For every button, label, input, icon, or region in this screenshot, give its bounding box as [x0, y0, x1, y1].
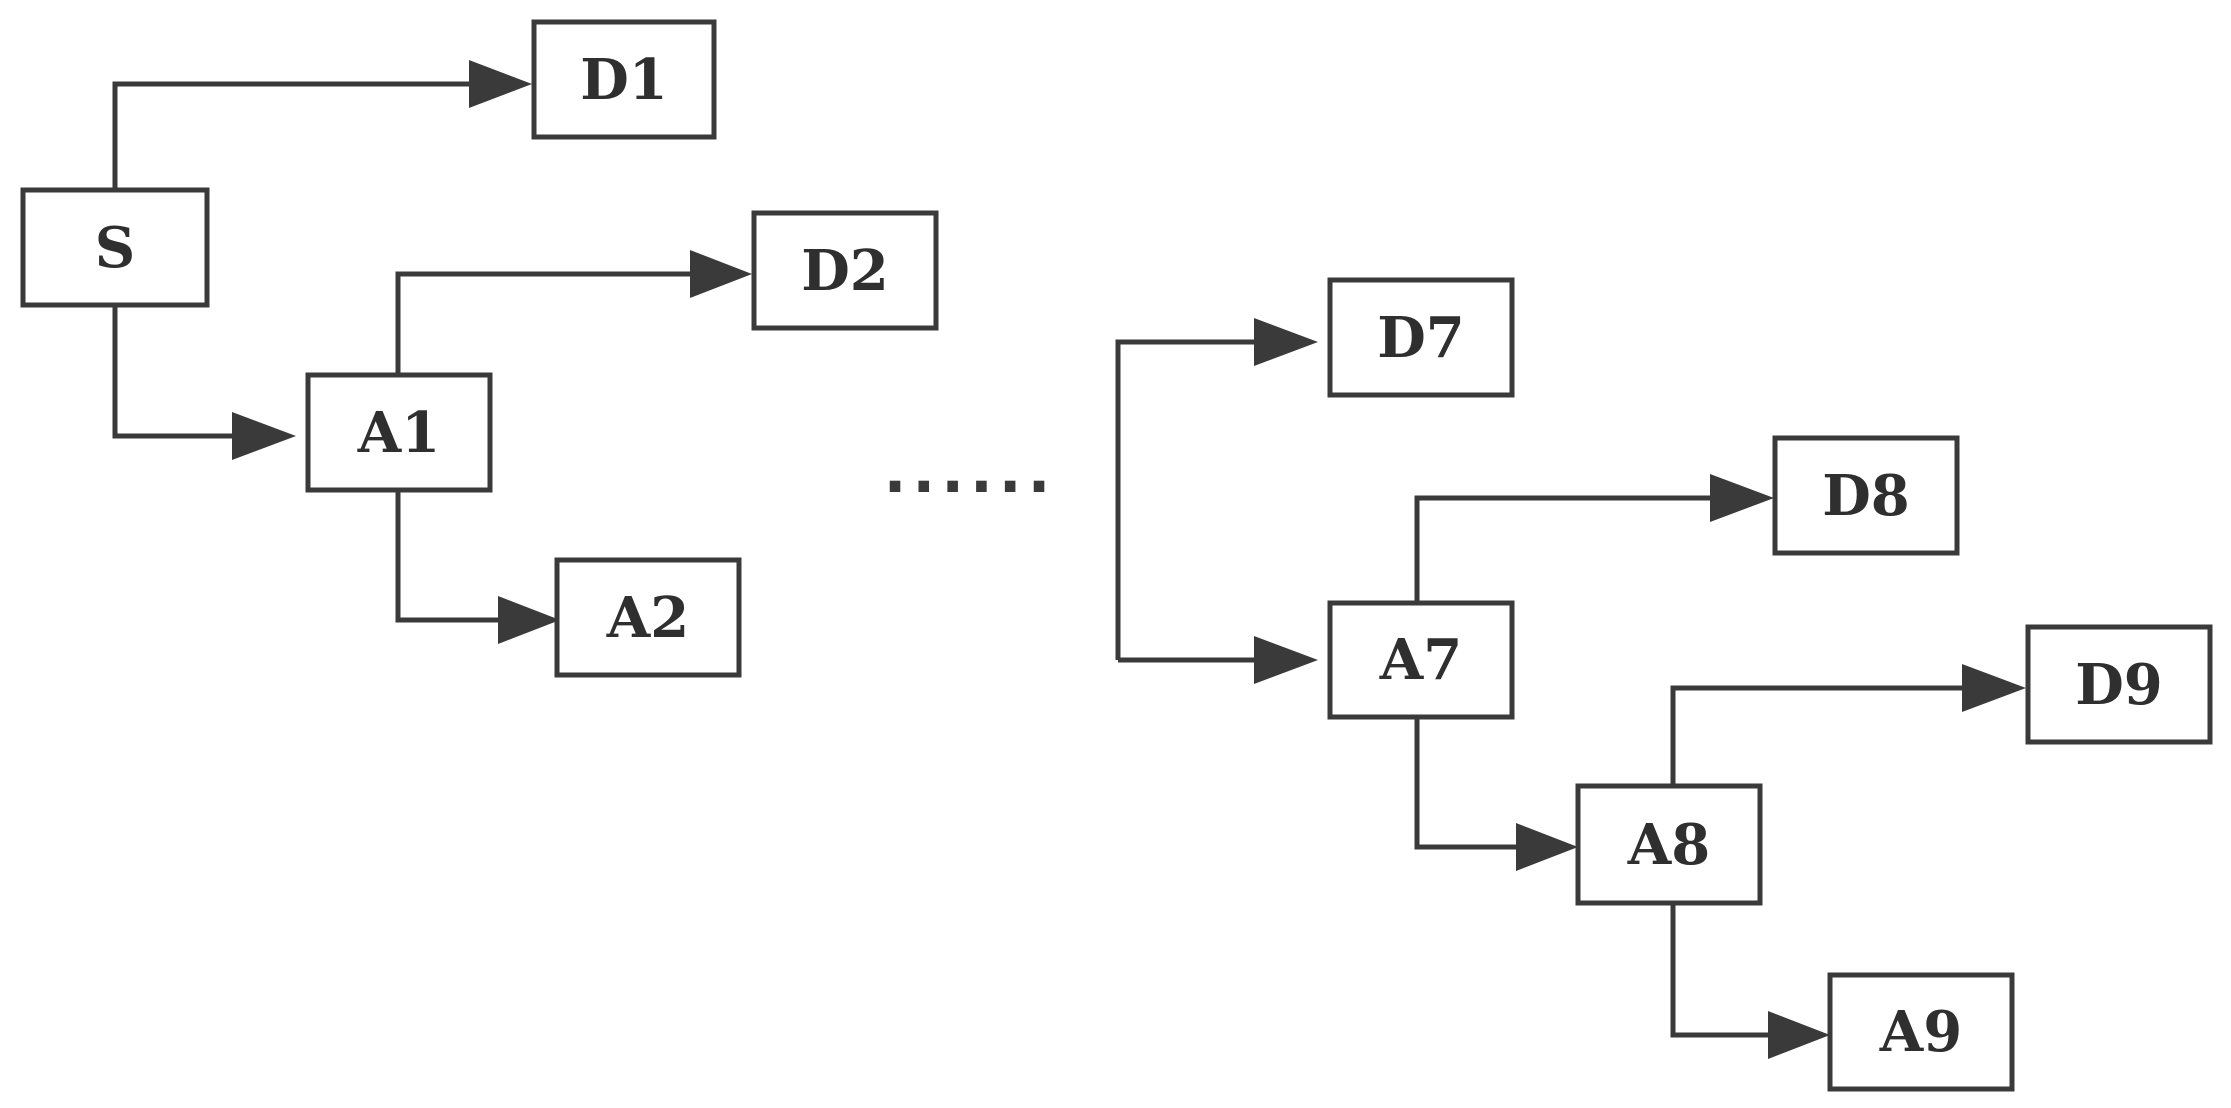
- edge-incoming-to-d7: [1115, 339, 1265, 660]
- node-d2-label: D2: [801, 238, 889, 304]
- arrowheads: [232, 60, 2026, 1059]
- arrowhead-a2: [498, 596, 560, 644]
- node-d7-label: D7: [1377, 305, 1465, 371]
- edge-a8-to-a9: [1670, 903, 1787, 1038]
- edge-a1-to-d2: [395, 271, 700, 375]
- arrowhead-a9: [1768, 1011, 1830, 1059]
- node-a8-label: A8: [1627, 812, 1710, 878]
- node-d7: D7: [1327, 277, 1515, 398]
- node-d9: D9: [2025, 624, 2213, 745]
- edge-a1-to-a2: [395, 490, 510, 623]
- node-a1-label: A1: [357, 400, 440, 466]
- arrowhead-d8: [1710, 474, 1774, 522]
- node-d8: D8: [1772, 435, 1960, 556]
- edge-a8-to-d9: [1670, 685, 1983, 786]
- node-a9-label: A9: [1879, 999, 1962, 1065]
- node-s: S: [20, 187, 210, 308]
- arrowhead-a8: [1516, 823, 1578, 871]
- node-d8-label: D8: [1822, 463, 1910, 529]
- continuation-ellipsis: ......: [884, 437, 1057, 507]
- edges: [112, 81, 1983, 1038]
- node-a8: A8: [1575, 783, 1763, 906]
- arrowhead-a7: [1254, 636, 1318, 684]
- edge-s-to-d1: [112, 81, 480, 190]
- arrowhead-d9: [1962, 664, 2026, 712]
- node-a1: A1: [305, 372, 493, 493]
- arrowhead-d7: [1254, 318, 1318, 366]
- node-a9: A9: [1827, 972, 2015, 1092]
- node-d1-label: D1: [580, 47, 668, 113]
- node-a2-label: A2: [606, 585, 689, 651]
- arrowhead-d2: [690, 250, 752, 298]
- arrowhead-d1: [469, 60, 532, 108]
- node-a2: A2: [554, 557, 742, 678]
- node-d1: D1: [531, 19, 717, 140]
- edge-a7-to-d8: [1414, 495, 1722, 603]
- node-a7-label: A7: [1379, 627, 1462, 693]
- arrowhead-a1: [232, 412, 296, 460]
- node-d9-label: D9: [2075, 652, 2163, 718]
- edge-s-to-a1: [112, 305, 240, 439]
- continuation-dots: ......: [884, 437, 1057, 507]
- edge-a7-to-a8: [1414, 717, 1526, 850]
- node-s-label: S: [95, 215, 135, 281]
- node-a7: A7: [1327, 600, 1515, 720]
- node-d2: D2: [751, 210, 939, 331]
